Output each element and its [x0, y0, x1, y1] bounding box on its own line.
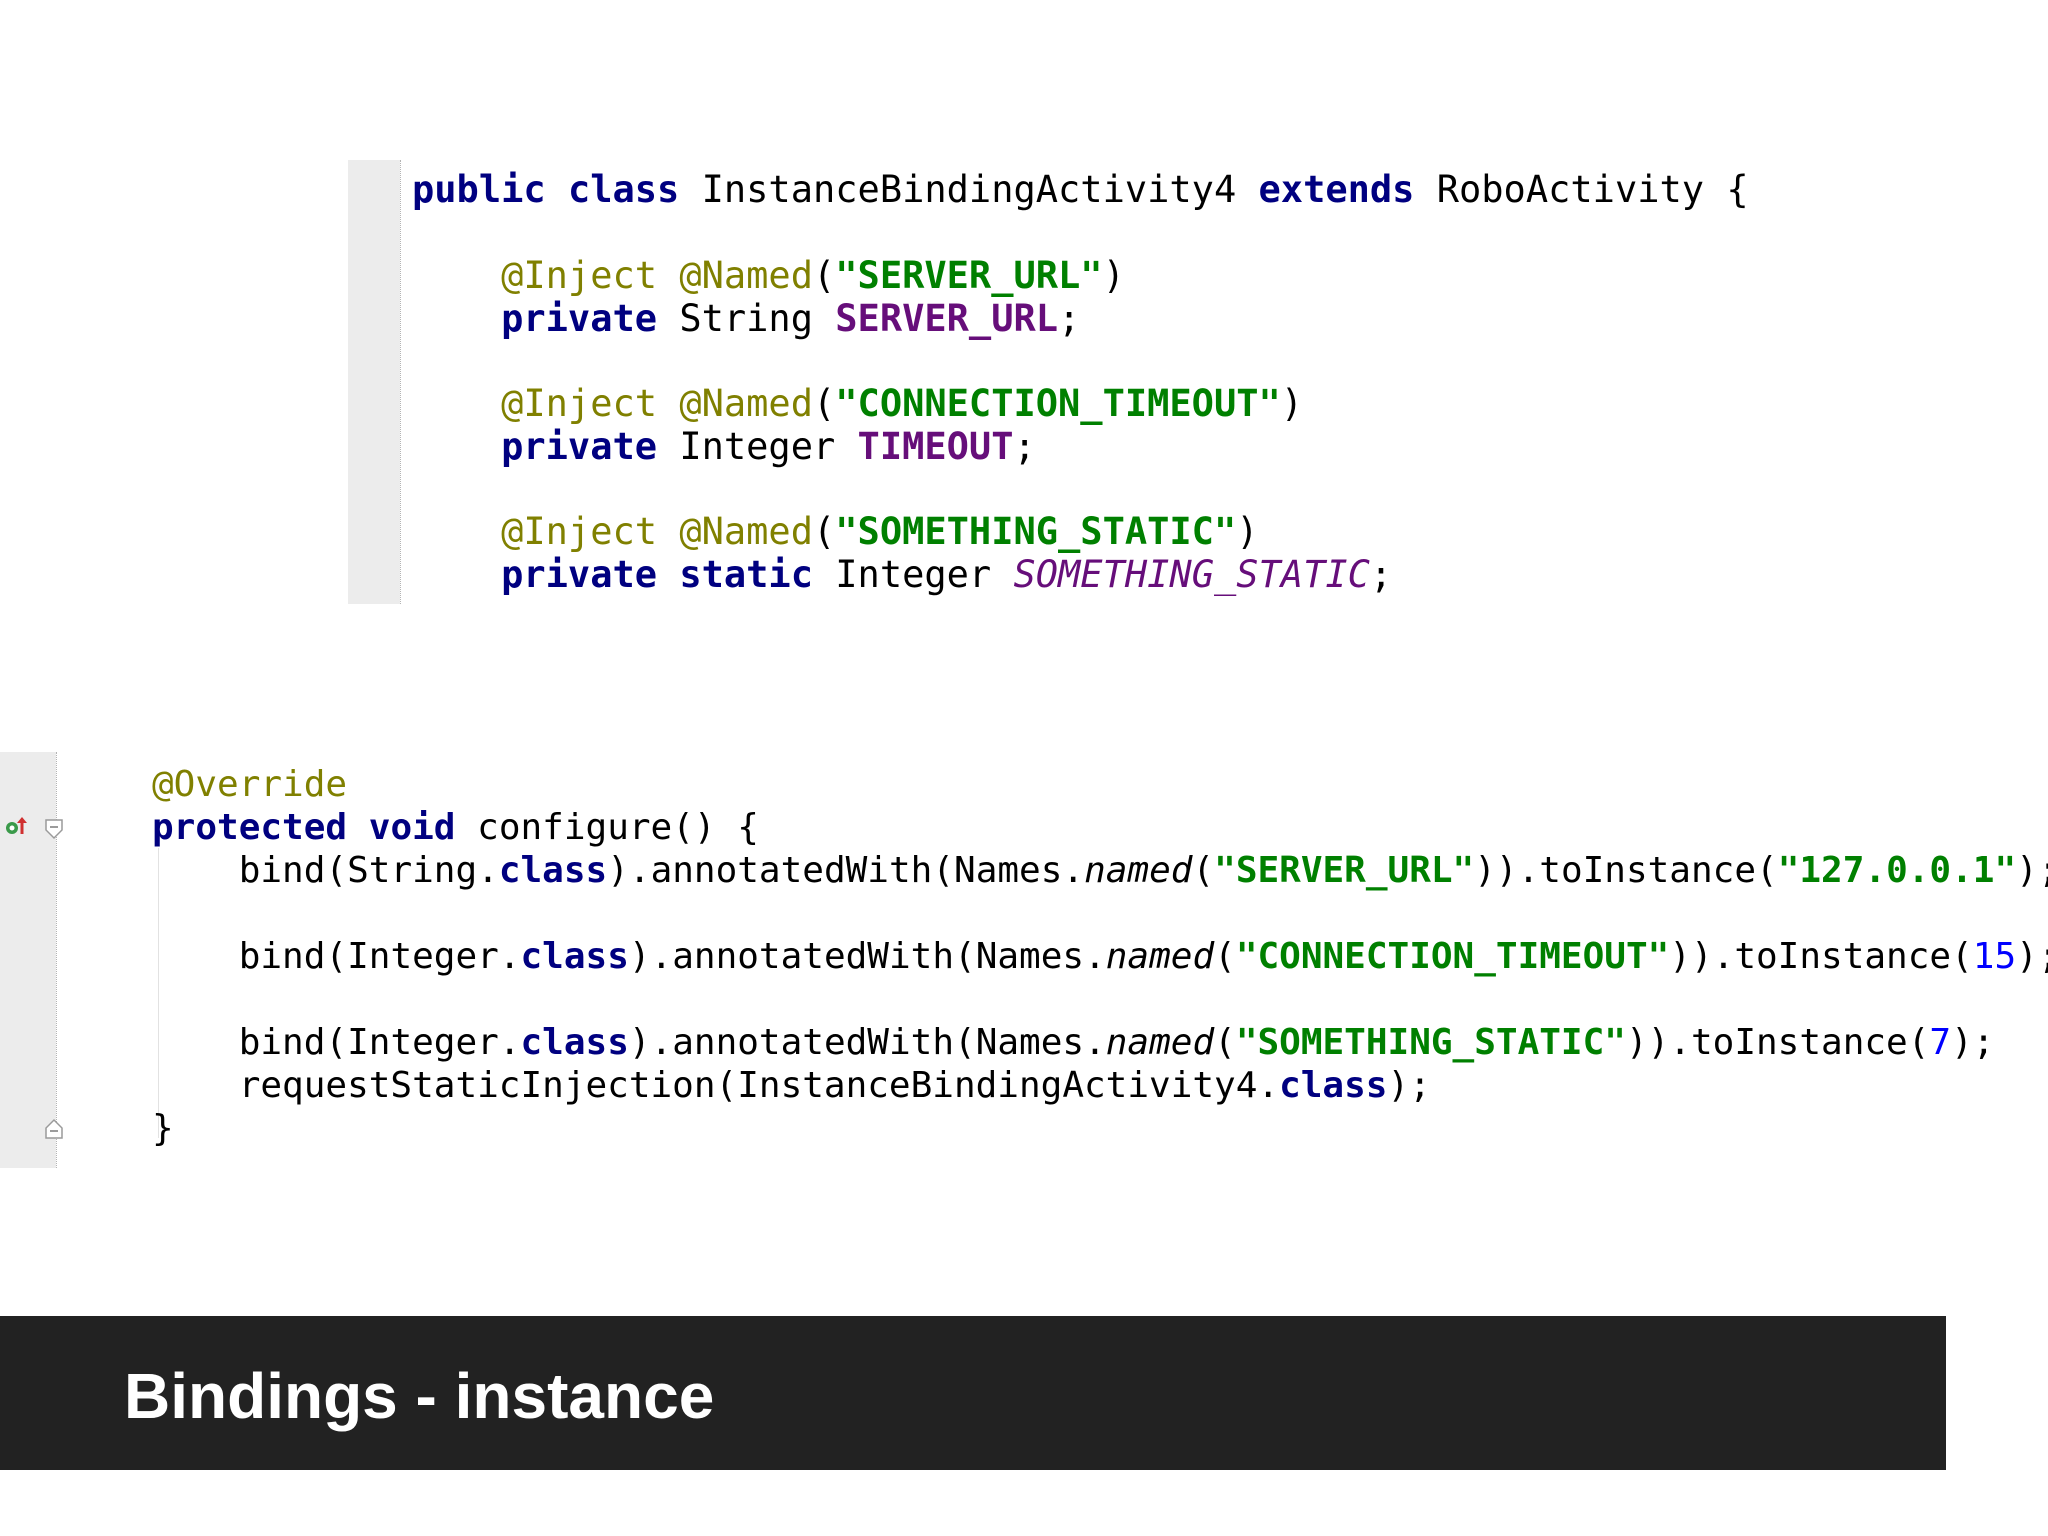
method-name: configure: [477, 807, 673, 848]
parent-class: RoboActivity: [1436, 168, 1705, 211]
slide-title: Bindings - instance: [124, 1360, 715, 1432]
annotation: @Override: [152, 764, 348, 805]
code-line-class-decl: public class InstanceBindingActivity4 ex…: [412, 168, 1749, 211]
type-name: Integer: [835, 553, 992, 596]
class-ref: InstanceBindingActivity4: [737, 1065, 1258, 1106]
code-snippet-fields: public class InstanceBindingActivity4 ex…: [348, 160, 1749, 604]
method-call: toInstance: [1539, 850, 1757, 891]
annotation: @Named: [679, 510, 813, 553]
static-method: named: [1084, 850, 1193, 891]
annotation: @Named: [679, 382, 813, 425]
code-line-field: private Integer TIMEOUT;: [501, 425, 1036, 468]
type-name: Integer: [347, 1022, 499, 1063]
field-name: TIMEOUT: [857, 425, 1014, 468]
code-line-bind: bind(Integer.class).annotatedWith(Names.…: [238, 936, 2048, 977]
keyword: private: [501, 425, 658, 468]
code-snippet-configure: @Override protected void configure() { b…: [0, 752, 2048, 1168]
code-line-bind: bind(Integer.class).annotatedWith(Names.…: [238, 1022, 1995, 1063]
method-call: bind: [238, 1022, 326, 1063]
code-line-field: private String SERVER_URL;: [501, 297, 1081, 340]
type-name: Integer: [679, 425, 836, 468]
string-literal: "SERVER_URL": [835, 254, 1103, 297]
code-line-annotation: @Inject @Named("CONNECTION_TIMEOUT"): [501, 382, 1304, 425]
string-literal: "SOMETHING_STATIC": [835, 510, 1237, 553]
method-suffix: () {: [672, 807, 759, 848]
code-line-request-static: requestStaticInjection(InstanceBindingAc…: [238, 1065, 1431, 1106]
method-call: annotatedWith: [672, 936, 954, 977]
title-bar: Bindings - instance: [0, 1316, 1946, 1470]
method-call: toInstance: [1690, 1022, 1908, 1063]
code-line-close-brace: }: [152, 1108, 174, 1149]
string-literal: "SERVER_URL": [1214, 850, 1475, 891]
gutter-divider: [400, 160, 401, 604]
method-call: bind: [238, 850, 326, 891]
open-brace: {: [1726, 168, 1749, 211]
class-ref: Names: [954, 850, 1063, 891]
code-line-annotation: @Inject @Named("SOMETHING_STATIC"): [501, 510, 1259, 553]
code-line-field: private static Integer SOMETHING_STATIC;: [501, 553, 1393, 596]
field-name: SERVER_URL: [835, 297, 1059, 340]
method-call: requestStaticInjection: [238, 1065, 716, 1106]
code-line-bind: bind(String.class).annotatedWith(Names.n…: [238, 850, 2048, 891]
gutter-divider: [56, 752, 57, 1168]
method-call: annotatedWith: [672, 1022, 954, 1063]
string-literal: "SOMETHING_STATIC": [1235, 1022, 1626, 1063]
fold-end-icon[interactable]: [44, 1118, 64, 1140]
keyword: class: [498, 850, 608, 891]
keyword: protected: [152, 807, 348, 848]
number-literal: 15: [1972, 936, 2017, 977]
static-method: named: [1105, 936, 1215, 977]
code-block-configure: @Override protected void configure() { b…: [152, 752, 2048, 1244]
code-line-override: @Override: [152, 764, 347, 805]
method-call: annotatedWith: [650, 850, 933, 891]
keyword: private: [501, 297, 658, 340]
keyword: public: [412, 168, 546, 211]
keyword: class: [1279, 1065, 1388, 1106]
indent-guide: [158, 848, 159, 1138]
code-block-fields: public class InstanceBindingActivity4 ex…: [412, 160, 1749, 676]
type-name: String: [679, 297, 813, 340]
class-name: InstanceBindingActivity4: [701, 168, 1237, 211]
keyword: void: [368, 807, 456, 848]
code-line-annotation: @Inject @Named("SERVER_URL"): [501, 254, 1125, 297]
keyword: class: [567, 168, 680, 211]
method-call: bind: [238, 936, 326, 977]
string-literal: "CONNECTION_TIMEOUT": [1235, 936, 1670, 977]
string-literal: "CONNECTION_TIMEOUT": [835, 382, 1281, 425]
editor-gutter: [348, 160, 400, 604]
number-literal: 7: [1929, 1022, 1952, 1063]
annotation: @Inject: [501, 382, 658, 425]
annotation: @Named: [679, 254, 813, 297]
keyword: static: [679, 553, 813, 596]
keyword: class: [520, 1022, 629, 1063]
override-arrow-icon[interactable]: [4, 816, 30, 836]
annotation: @Inject: [501, 510, 658, 553]
code-line-method-decl: protected void configure() {: [152, 807, 759, 848]
method-call: toInstance: [1734, 936, 1952, 977]
editor-gutter: [0, 752, 56, 1168]
type-name: Integer: [347, 936, 499, 977]
keyword: class: [520, 936, 629, 977]
type-name: String: [347, 850, 478, 891]
class-ref: Names: [975, 936, 1085, 977]
static-field-name: SOMETHING_STATIC: [1013, 553, 1370, 596]
class-ref: Names: [975, 1022, 1085, 1063]
keyword: extends: [1258, 168, 1415, 211]
close-brace: }: [152, 1108, 174, 1149]
static-method: named: [1105, 1022, 1215, 1063]
annotation: @Inject: [501, 254, 658, 297]
fold-collapse-icon[interactable]: [44, 818, 64, 840]
keyword: private: [501, 553, 658, 596]
string-literal: "127.0.0.1": [1777, 850, 2017, 891]
